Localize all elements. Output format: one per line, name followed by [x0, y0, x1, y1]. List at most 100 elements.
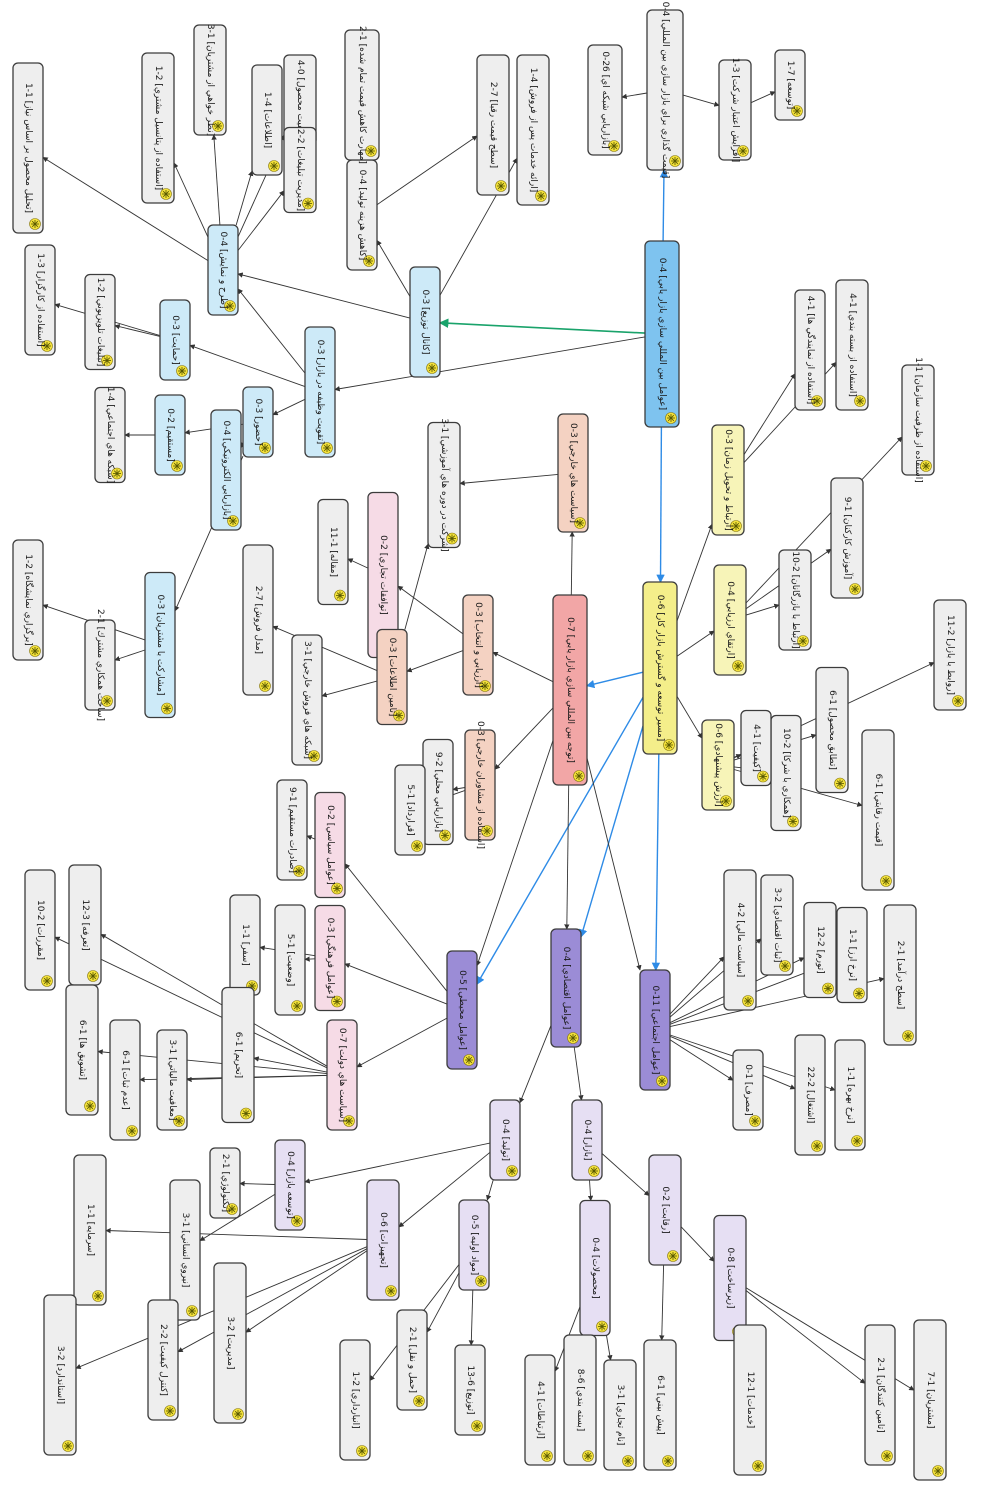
node-n-g-top-14[interactable]: [تحليل محصول بر اساس نياز] 1-1: [12, 62, 44, 234]
node-n-g-b-11[interactable]: [بسته بندي] 6-8: [563, 1334, 597, 1466]
node-n-g-top-3[interactable]: [افزايش اعتبار شركت] 3-1: [718, 58, 752, 163]
node-n-g-l2-4[interactable]: [تحريم] 1-6: [221, 986, 255, 1124]
node-n-g-left-1[interactable]: [تبليغات تلويزيوني] 2-1: [84, 273, 116, 371]
node-n-lb-2[interactable]: [حمايت] 3-0: [159, 299, 191, 381]
node-n-lp-1[interactable]: [عوامل سياسي] 2-0: [314, 791, 346, 899]
node-n-lpp-6[interactable]: [رقابت] 2-0: [648, 1154, 682, 1266]
node-n-g-r-1[interactable]: [استفاده از نمايندگي ها] 1-4: [794, 289, 826, 411]
node-n-g-b-10[interactable]: [ارتباطات] 1-4: [524, 1354, 556, 1466]
node-n-lpp-7[interactable]: [زيرساخت] 8-0: [713, 1214, 747, 1342]
node-n-purple-1[interactable]: [عوامل محيطي] 5-0: [446, 950, 478, 1070]
node-n-g-l2-3[interactable]: [وضعيت] 1-5: [274, 904, 306, 1016]
node-n-g-l2-1[interactable]: [صادرات مستقيم] 1-9: [276, 779, 308, 881]
node-n-pk-3[interactable]: [ارزيابي و انتخاب] 3-0: [462, 594, 494, 696]
node-n-ly-1[interactable]: [ارتباط و تحويل زمان] 3-0: [711, 424, 745, 536]
node-n-g-r-2[interactable]: [استفاده از بسته بندي] 1-4: [835, 279, 869, 411]
node-n-g-r2-6[interactable]: [نرخ بهره] 1-1: [834, 1039, 866, 1151]
node-n-g-mid-2[interactable]: [شركت در دوره هاي آموزشي] 1-3: [427, 418, 461, 552]
node-n-lpp-1[interactable]: [توليد] 4-0: [489, 1099, 521, 1181]
node-n-lpp-8[interactable]: [توسعه بازار] 4-0: [274, 1139, 306, 1231]
node-n-purple-3[interactable]: [عوامل اجتماعي] 11-0: [639, 969, 671, 1091]
node-n-g-b-8[interactable]: [انبارداري] 2-1: [339, 1339, 371, 1461]
node-n-g-b-2[interactable]: [نيروي انساني] 1-3: [169, 1179, 201, 1321]
node-n-g-top-6[interactable]: [كاهش هزينه توليد] 4-0: [346, 159, 378, 271]
node-n-pk-5[interactable]: [تامين اطلاعات] 3-0: [376, 628, 408, 726]
node-n-lpp-2[interactable]: [بازار] 4-0: [571, 1099, 603, 1181]
node-n-g-mid-5[interactable]: [بازاريابي محلي] 2-9: [422, 738, 454, 846]
node-n-g-b-13[interactable]: [پيش بيني] 1-6: [643, 1339, 677, 1471]
node-n-g-r-4[interactable]: [آموزش كاركنان] 1-9: [830, 477, 864, 599]
node-n-lb-5[interactable]: [تقويت وظيفه در بازار] 3-0: [304, 326, 336, 458]
node-n-g-r2-2[interactable]: [تورم] 2-12: [803, 901, 837, 999]
node-n-g-l2-9[interactable]: [تشويق ها] 1-6: [65, 984, 99, 1116]
node-n-lb-6[interactable]: [حضور] 3-0: [242, 386, 274, 458]
node-n-pink-main[interactable]: [توجه بين المللي سازي بازار يابي] 7-0: [552, 594, 588, 786]
node-n-lb-8[interactable]: [مشاركت با مشتريان] 3-0: [144, 571, 176, 719]
node-n-g-left-5[interactable]: [ساخت همكاري مشترك] 1-2: [84, 609, 116, 721]
node-n-pk-4[interactable]: [استفاده از مشاوران خارجي] 3-0: [464, 721, 496, 849]
node-n-g-b-3[interactable]: [سرمايه] 1-1: [73, 1154, 107, 1306]
node-label: [استفاده از مشاوران خارجي] 3-0: [475, 721, 485, 849]
node-n-g-r-8[interactable]: [تطابق محصول] 1-6: [815, 666, 849, 794]
node-n-g-r2-7[interactable]: [اشتغال] 2-22: [794, 1034, 826, 1156]
node-n-g-top-13[interactable]: [استفاده از پتانسيل مشتري] 2-1: [141, 52, 175, 204]
node-n-g-b-4[interactable]: [مديريت] 2-3: [213, 1262, 247, 1424]
node-n-g-r-10[interactable]: [قيمت رقابتي] 1-6: [861, 729, 895, 891]
node-n-g-r2-8[interactable]: [مصرف] 1-0: [732, 1049, 764, 1131]
node-n-g-l2-8[interactable]: [عدم ثبات] 1-6: [109, 1019, 141, 1141]
node-n-ly-3[interactable]: [ارزش پيشنهادي] 6-0: [701, 719, 735, 811]
node-n-g-b-12[interactable]: [نام تجاري] 1-3: [603, 1359, 637, 1471]
node-n-pk-1[interactable]: [سياست هاي خارجي] 3-0: [557, 413, 589, 533]
node-n-g-b-6[interactable]: [استاندارد] 2-3: [43, 1294, 77, 1456]
node-n-lb-1[interactable]: [كانال توزيع] 3-0: [409, 266, 441, 378]
node-n-g-left-3[interactable]: [شبكه هاي اجتماعي] 4-1: [94, 387, 126, 484]
node-n-g-r-7[interactable]: [همكاري با شركا] 2-10: [770, 714, 802, 832]
node-n-g-r2-3[interactable]: [نرخ ارز] 1-1: [836, 906, 868, 1004]
node-n-g-r2-5[interactable]: [سطح درآمد] 1-2: [883, 904, 917, 1046]
node-n-g-mid-6[interactable]: [قرارداد] 1-5: [394, 764, 426, 856]
node-n-g-r2-4[interactable]: [ثبات اقتصادي] 2-3: [760, 874, 794, 976]
node-n-g-left-2[interactable]: [استفاده از كارگزار] 3-1: [24, 244, 56, 356]
node-n-g-top-11[interactable]: [اطلاعات] 4-1: [251, 64, 283, 176]
node-n-g-top-2[interactable]: [بازاريابي شبكه اي] 26-0: [587, 44, 623, 156]
node-n-g-b-5[interactable]: [كنترل كيفيت] 2-2: [147, 1299, 179, 1421]
node-n-g-b-7[interactable]: [حمل و نقل] 1-2: [396, 1309, 428, 1411]
node-n-g-r2-1[interactable]: [سياست مالي] 2-4: [723, 869, 757, 1011]
node-n-lpp-5[interactable]: [تجهيزات] 6-0: [366, 1179, 400, 1301]
node-n-blue-main[interactable]: [عوامل بين المللي سازي بازار يابي] 4-0: [644, 240, 680, 428]
node-n-g-r-6[interactable]: [روابط با بازار] 2-11: [933, 599, 967, 711]
node-n-g-r-5[interactable]: [ارتباط با بازرگانان] 2-10: [778, 549, 812, 651]
node-n-g-b-1[interactable]: [تكنولوژي] 1-2: [209, 1147, 241, 1219]
node-n-lb-7[interactable]: [مستقيم] 2-0: [154, 394, 186, 476]
node-n-g-top-7[interactable]: [مهارت كاهش قيمت تمام شده] 1-2: [344, 26, 380, 164]
node-n-g-top-4[interactable]: [توسعه] 7-1: [774, 49, 806, 121]
node-n-lpp-3[interactable]: [محصولات] 4-0: [579, 1199, 611, 1337]
node-n-g-l2-6[interactable]: [مقررات] 2-10: [24, 869, 56, 991]
node-n-g-l2-2[interactable]: [سفر] 1-1: [229, 894, 261, 996]
node-n-g-b-16[interactable]: [مشتريان] 1-7: [913, 1319, 947, 1481]
node-n-ly-2[interactable]: [ارتقاي ارزيابي] 4-0: [713, 564, 747, 676]
node-n-g-r-3[interactable]: [استفاده از ظرفيت سازمان] 1-1: [901, 357, 935, 483]
node-n-lb-3[interactable]: [طرح و نمايش] 4-0: [207, 224, 239, 316]
node-n-g-mid-4[interactable]: [شبكه هاي فروش خارجي] 1-3: [291, 634, 323, 766]
node-n-g-top-1[interactable]: [قيمت گذاري براي بازار سازي بين المللي] …: [646, 2, 684, 179]
node-n-g-l2-7[interactable]: [تعرفه] 3-12: [68, 864, 102, 986]
node-n-g-mid-3[interactable]: [مدل فروش] 7-2: [242, 544, 274, 696]
node-n-g-b-15[interactable]: [تامين كنندگان] 1-2: [864, 1324, 896, 1466]
node-n-lb-4[interactable]: [بازاريابي الكترونيكي] 4-0: [210, 409, 242, 531]
node-n-lpp-4[interactable]: [مواد اوليه] 5-0: [458, 1199, 490, 1291]
node-n-lp-2[interactable]: [عوامل فرهنگي] 3-0: [314, 904, 346, 1012]
node-n-g-top-10[interactable]: [مديريت تبليغات] 2-2: [283, 126, 317, 214]
node-n-g-top-12[interactable]: [نظر خواهي از مشتريان] 1-3: [193, 24, 227, 136]
node-n-g-l2-5[interactable]: [معافيت مالياتي] 1-3: [156, 1029, 188, 1131]
node-n-g-b-9[interactable]: [توزيع] 6-13: [454, 1344, 486, 1436]
node-n-lp-3[interactable]: [سياست هاي دولت] 7-0: [326, 1019, 358, 1131]
node-n-yellow-main[interactable]: [مسير توسعه و گسترش بازار كار] 6-0: [642, 581, 678, 755]
node-n-g-r-9[interactable]: [كيفيت] 1-4: [740, 709, 772, 787]
node-n-g-left-4[interactable]: [برگزاري نمايشگاه] 2-1: [12, 539, 44, 661]
node-n-g-mid-1[interactable]: [مقاله] 1-11: [317, 498, 349, 606]
node-n-g-b-14[interactable]: [خدمات] 1-12: [733, 1324, 767, 1476]
node-n-purple-2[interactable]: [عوامل اقتصادي] 4-0: [550, 928, 582, 1048]
node-n-g-top-8[interactable]: [سطح قيمت رقبا] 7-2: [476, 54, 510, 196]
node-n-g-top-5[interactable]: [ارائه خدمات پس از فروش] 4-1: [516, 54, 550, 206]
